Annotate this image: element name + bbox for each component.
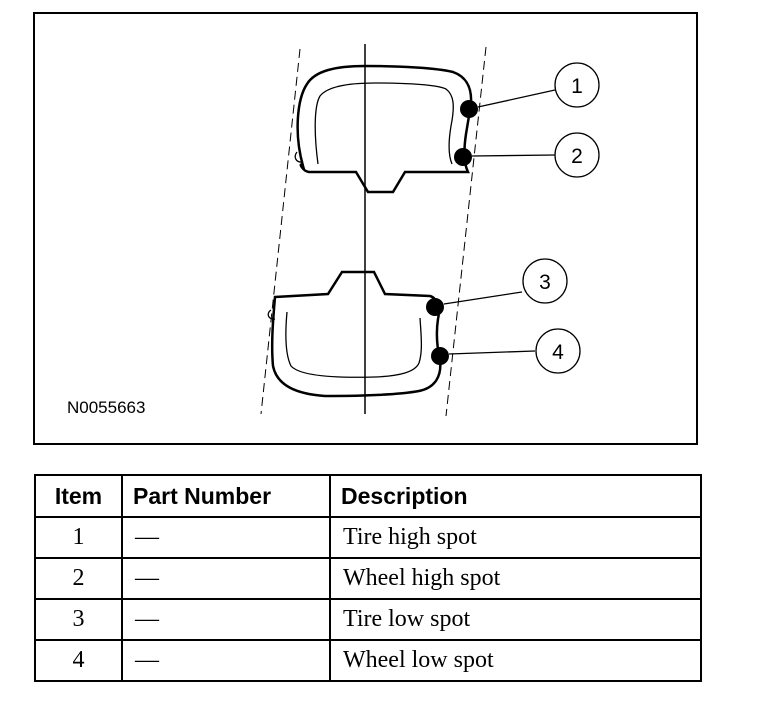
cell-part-number: — [121,557,331,600]
callout-label-3: 3 [539,271,551,294]
cell-part-number: — [121,516,331,559]
callout-circle-3 [522,258,568,304]
callout-circle-2 [554,132,600,178]
lower-bead-detail [267,309,276,320]
header-part-number: Part Number [121,474,331,518]
table-row: 4 — Wheel low spot [34,639,702,682]
reference-line-left [260,48,301,415]
table-row: 3 — Tire low spot [34,598,702,641]
figure-id-label: N0055663 [67,398,146,417]
header-description: Description [329,474,702,518]
cell-description: Tire low spot [329,598,702,641]
table-row: 2 — Wheel high spot [34,557,702,600]
header-item: Item [34,474,123,518]
table-header-row: Item Part Number Description [34,474,702,518]
callout-circle-1 [554,62,600,108]
parts-table: Item Part Number Description 1 — Tire hi… [34,474,702,682]
cell-item: 3 [34,598,123,641]
lower-tire-inner-contour [285,311,423,378]
cell-description: Wheel low spot [329,639,702,682]
cell-item: 4 [34,639,123,682]
figure-panel: 1 2 3 4 N0055663 [33,12,698,445]
leader-line-4 [448,350,536,355]
leader-line-2 [471,154,556,157]
cell-description: Wheel high spot [329,557,702,600]
cell-item: 1 [34,516,123,559]
marker-dot-4 [431,347,449,365]
upper-bead-detail [294,151,304,163]
leader-line-3 [443,291,523,305]
marker-dot-3 [426,298,444,316]
cell-item: 2 [34,557,123,600]
cell-description: Tire high spot [329,516,702,559]
table-row: 1 — Tire high spot [34,516,702,559]
upper-tire-outline [296,64,473,194]
upper-tire-inner-contour [314,82,454,165]
cell-part-number: — [121,598,331,641]
marker-dot-1 [460,100,478,118]
callout-label-4: 4 [552,341,564,364]
callout-circle-4 [535,328,581,374]
tire-wheel-diagram: 1 2 3 4 [260,44,600,417]
callout-label-1: 1 [571,75,583,98]
marker-dot-2 [454,148,472,166]
callout-label-2: 2 [571,145,583,168]
leader-line-1 [477,89,556,108]
cell-part-number: — [121,639,331,682]
